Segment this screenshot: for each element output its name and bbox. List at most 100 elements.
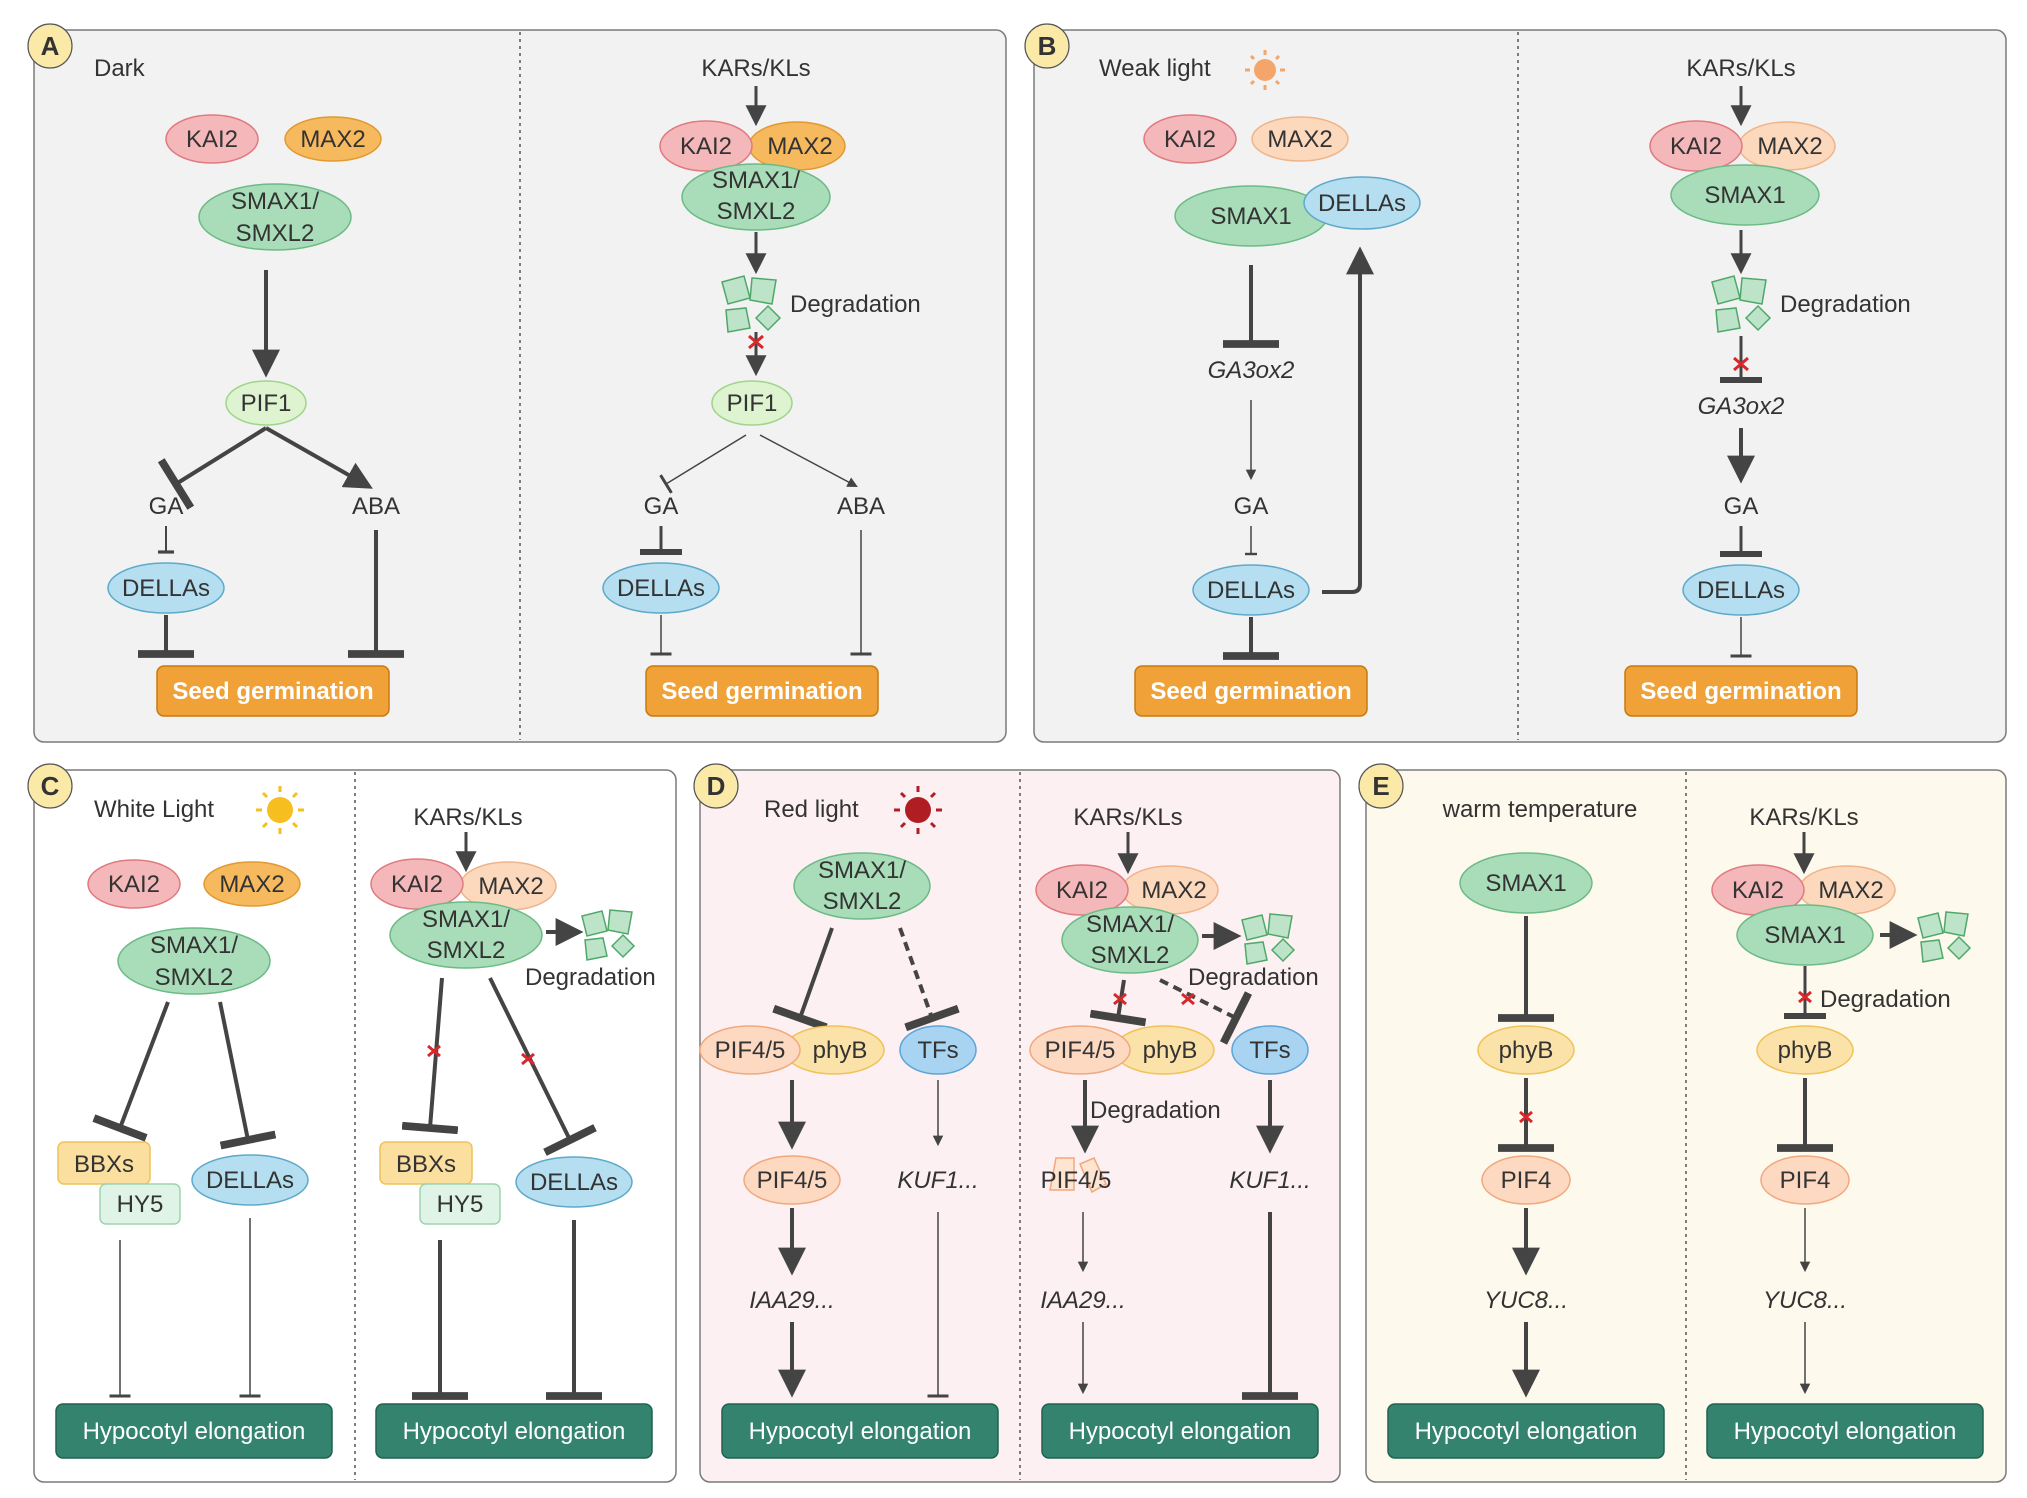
- degradation-label-dr: Degradation: [1188, 964, 1319, 991]
- hypocotyl-label-d: Hypocotyl elongation: [749, 1418, 972, 1445]
- panel-b-letter: B: [1038, 31, 1057, 61]
- hy5-box: [99, 1183, 181, 1225]
- panel-a-left-title: Dark: [94, 55, 146, 82]
- pif1-label: PIF1: [241, 390, 292, 417]
- pif1-node-r: [711, 380, 793, 426]
- smax-label-d-line2: SMXL2: [823, 888, 902, 915]
- kai2-node-dr: [1035, 864, 1129, 916]
- dellas-node-b: [1192, 564, 1310, 616]
- panel-e-badge: [1358, 763, 1404, 809]
- smax-label-br: SMAX1: [1704, 182, 1785, 209]
- dellas-label: DELLAs: [122, 575, 210, 602]
- max2-label-er: MAX2: [1818, 877, 1883, 904]
- smax-node: [198, 183, 352, 251]
- degraded-pif-icon: [1049, 1157, 1107, 1194]
- smax-label-line1: SMAX1/: [231, 188, 319, 215]
- smax-node-e: [1459, 852, 1593, 914]
- germination-label-b: Seed germination: [1150, 678, 1351, 705]
- hypocotyl-label-dr: Hypocotyl elongation: [1069, 1418, 1292, 1445]
- dellas-label-cr: DELLAs: [530, 1169, 618, 1196]
- smax-node-er: [1736, 904, 1874, 966]
- pif45b-node-d: [743, 1155, 841, 1205]
- kuf1-label-dr: KUF1...: [1229, 1167, 1310, 1194]
- dellas-node: [107, 562, 225, 614]
- smax-node-br: [1670, 164, 1820, 226]
- kai2-node-b: [1143, 114, 1237, 164]
- inhibit-cross-b: [1733, 356, 1749, 372]
- max2-label-c: MAX2: [219, 871, 284, 898]
- pif45-node-d: [699, 1025, 801, 1075]
- smax-node-cr: [389, 901, 543, 969]
- ga-label-b: GA: [1234, 493, 1269, 520]
- smax-label-c-line2: SMXL2: [155, 964, 234, 991]
- panel-a-letter: A: [41, 31, 60, 61]
- smax-label-r-line1: SMAX1/: [712, 167, 800, 194]
- phyb-label-d: phyB: [813, 1037, 868, 1064]
- hypocotyl-box-dr: [1041, 1403, 1319, 1459]
- panel-b-badge: [1024, 23, 1070, 69]
- max2-label-br: MAX2: [1757, 133, 1822, 160]
- kai2-label-c: KAI2: [108, 871, 160, 898]
- phyb-label-er: phyB: [1778, 1037, 1833, 1064]
- germination-label-r: Seed germination: [661, 678, 862, 705]
- iaa29-label-d: IAA29...: [749, 1287, 834, 1314]
- pif4-label-e: PIF4: [1501, 1167, 1552, 1194]
- tfs-label-dr: TFs: [1249, 1037, 1290, 1064]
- aba-label-r: ABA: [837, 493, 885, 520]
- pif45-label-d: PIF4/5: [715, 1037, 786, 1064]
- dellas-label-b: DELLAs: [1207, 577, 1295, 604]
- panel-e-letter: E: [1372, 771, 1389, 801]
- degradation-label-b: Degradation: [1780, 291, 1911, 318]
- degradation-icon-d: [1241, 913, 1296, 965]
- pif1-node: [225, 380, 307, 426]
- kuf1-label-d: KUF1...: [897, 1167, 978, 1194]
- inhibit-cross-e: [1519, 1110, 1533, 1124]
- inhibit-cross-c2: [521, 1052, 535, 1066]
- panel-e-left-title: warm temperature: [1442, 796, 1638, 823]
- kai2-node-c: [87, 859, 181, 909]
- dellas-label-r: DELLAs: [617, 575, 705, 602]
- hy5-label-r: HY5: [437, 1191, 484, 1218]
- ga-label-r: GA: [644, 493, 679, 520]
- kai2-node: [165, 114, 259, 164]
- tfs-node-d: [899, 1025, 977, 1075]
- phyb-label-dr: phyB: [1143, 1037, 1198, 1064]
- max2-label-cr: MAX2: [478, 873, 543, 900]
- degradation2-label-dr: Degradation: [1090, 1097, 1221, 1124]
- panel-d: D Red light SMAX1/ SMXL2 PIF4/5 phyB TFs…: [693, 763, 1341, 1483]
- max2-node-c: [203, 861, 301, 907]
- inhibit-cross: [748, 334, 764, 350]
- white-sun-icon: [256, 786, 304, 834]
- dellas-top-label-b: DELLAs: [1318, 190, 1406, 217]
- panel-e: E warm temperature SMAX1 phyB PIF4 YUC8.…: [1358, 763, 2007, 1483]
- pif45b-label-dr: PIF4/5: [1041, 1167, 1112, 1194]
- panel-b: B Weak light KAI2 MAX2 SMAX1 DELLAs GA3o…: [1024, 23, 2007, 743]
- smax-label-cr-line2: SMXL2: [427, 937, 506, 964]
- pif4-label-er: PIF4: [1780, 1167, 1831, 1194]
- kai2-label-cr: KAI2: [391, 871, 443, 898]
- panel-c-letter: C: [41, 771, 60, 801]
- smax-label-dr-line2: SMXL2: [1091, 942, 1170, 969]
- hypocotyl-box-d: [721, 1403, 999, 1459]
- aba-label: ABA: [352, 493, 400, 520]
- smax-label-c-line1: SMAX1/: [150, 932, 238, 959]
- panel-d-badge: [693, 763, 739, 809]
- smax-node-c: [117, 927, 271, 995]
- smax-node-dr: [1061, 906, 1199, 974]
- panel-a-right-title: KARs/KLs: [701, 55, 810, 82]
- iaa29-label-dr: IAA29...: [1040, 1287, 1125, 1314]
- hypocotyl-box-c: [55, 1403, 333, 1459]
- pif45b-label-d: PIF4/5: [757, 1167, 828, 1194]
- max2-node-b: [1251, 116, 1349, 162]
- kai2-label-dr: KAI2: [1056, 877, 1108, 904]
- degradation-label-er: Degradation: [1820, 986, 1951, 1013]
- germination-box-b: [1134, 665, 1368, 717]
- bbxs-label: BBXs: [74, 1151, 134, 1178]
- yuc8-label-e: YUC8...: [1484, 1287, 1568, 1314]
- kai2-label-br: KAI2: [1670, 133, 1722, 160]
- max2-label: MAX2: [300, 126, 365, 153]
- germination-label: Seed germination: [172, 678, 373, 705]
- phyb-node-e: [1477, 1025, 1575, 1075]
- bbxs-label-r: BBXs: [396, 1151, 456, 1178]
- max2-label-b: MAX2: [1267, 126, 1332, 153]
